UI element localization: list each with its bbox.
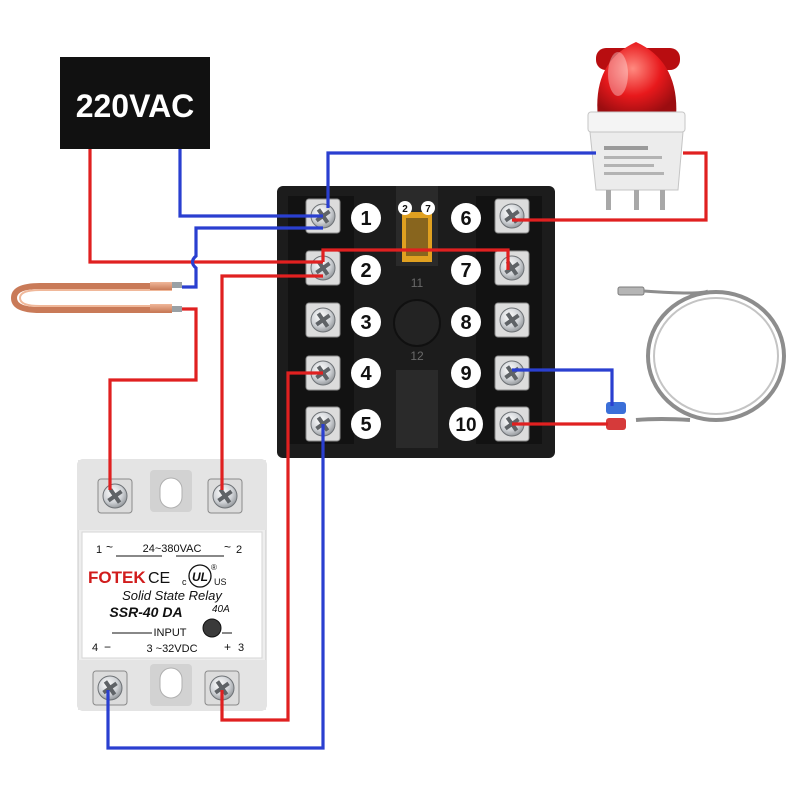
solid-state-relay: 1 ~ 24~380VAC ~ 2 FOTEK CE c UL ® US Sol… <box>77 459 267 711</box>
wire-t2-to-ssr2 <box>220 274 323 490</box>
wires <box>88 149 708 750</box>
screw-terminal-icon <box>494 250 530 286</box>
screw-terminal-icon <box>97 478 133 514</box>
relay-current-rating: 40A <box>212 604 230 615</box>
svg-text:9: 9 <box>460 363 471 385</box>
terminal-9: 9 <box>451 358 481 388</box>
controller: 11 12 2 7 1 2 3 4 5 6 <box>277 186 555 458</box>
power-source-box <box>60 57 210 149</box>
relay-ul-us: US <box>214 577 227 587</box>
relay-pin-3: 3 <box>238 642 244 654</box>
relay-brand: FOTEK <box>88 568 146 587</box>
relay-ce-mark: CE <box>148 570 170 587</box>
relay-pin-2: 2 <box>236 544 242 556</box>
svg-text:10: 10 <box>455 415 476 436</box>
svg-text:6: 6 <box>460 208 471 230</box>
wire-beacon-to-t6 <box>512 151 708 222</box>
wire-t7-jumper <box>321 248 510 270</box>
svg-text:1: 1 <box>360 208 371 230</box>
relay-indicator-led <box>202 618 222 638</box>
relay-input-label: INPUT <box>154 627 187 639</box>
terminal-10: 10 <box>449 407 483 441</box>
screw-terminal-icon <box>305 302 341 338</box>
wire-neutral-to-t1 <box>178 149 323 218</box>
screw-terminal-icon <box>92 670 128 706</box>
relay-tilde-1: ~ <box>106 540 113 554</box>
svg-text:4: 4 <box>360 363 372 385</box>
wire-neutral-to-heater <box>182 226 323 289</box>
wire-t9-to-thermocouple <box>512 368 614 406</box>
terminal-1: 1 <box>351 203 381 233</box>
terminal-5: 5 <box>351 409 381 439</box>
terminal-3: 3 <box>351 307 381 337</box>
relay-pin-1: 1 <box>96 544 102 556</box>
relay-pin-4: 4 <box>92 642 98 654</box>
jumper-badge-2: 2 <box>402 204 408 215</box>
power-source: 220VAC <box>60 57 210 149</box>
terminal-4: 4 <box>351 358 381 388</box>
relay-model: SSR-40 DA <box>109 604 182 620</box>
relay-registered: ® <box>211 563 217 572</box>
terminal-7: 7 <box>451 255 481 285</box>
svg-text:5: 5 <box>360 414 371 436</box>
relay-ul-c: c <box>182 577 187 587</box>
jumper-badge-7: 7 <box>425 204 431 215</box>
heater-coil-icon <box>10 282 182 313</box>
thermocouple-icon <box>606 286 786 430</box>
wire-t1-to-beacon <box>326 151 596 208</box>
socket-mark-11: 11 <box>411 276 424 290</box>
socket-mark-12: 12 <box>410 349 424 363</box>
relay-minus-sign: − <box>104 640 111 654</box>
screw-terminal-icon <box>207 478 243 514</box>
relay-dc-range: 3 ~32VDC <box>146 643 197 655</box>
screw-terminal-icon <box>494 302 530 338</box>
screw-terminal-icon <box>494 198 530 234</box>
terminal-6: 6 <box>451 203 481 233</box>
relay-ac-range: 24~380VAC <box>143 543 202 555</box>
wire-live-to-t2 <box>88 149 323 264</box>
warning-beacon-icon <box>587 42 686 210</box>
power-source-label: 220VAC <box>76 88 195 124</box>
relay-title: Solid State Relay <box>122 588 223 603</box>
svg-text:2: 2 <box>360 260 371 282</box>
svg-text:3: 3 <box>360 312 371 334</box>
terminal-8: 8 <box>451 307 481 337</box>
terminal-2: 2 <box>351 255 381 285</box>
screw-terminal-icon <box>494 355 530 391</box>
wire-t4-to-ssr3 <box>220 371 323 722</box>
svg-text:8: 8 <box>460 312 471 334</box>
relay-plus-sign: + <box>224 640 231 654</box>
relay-ul-mark: UL <box>192 570 208 584</box>
svg-text:7: 7 <box>460 260 471 282</box>
relay-tilde-2: ~ <box>224 540 231 554</box>
wire-t5-to-ssr4 <box>106 424 325 750</box>
wire-heater-to-ssr1 <box>108 307 198 490</box>
